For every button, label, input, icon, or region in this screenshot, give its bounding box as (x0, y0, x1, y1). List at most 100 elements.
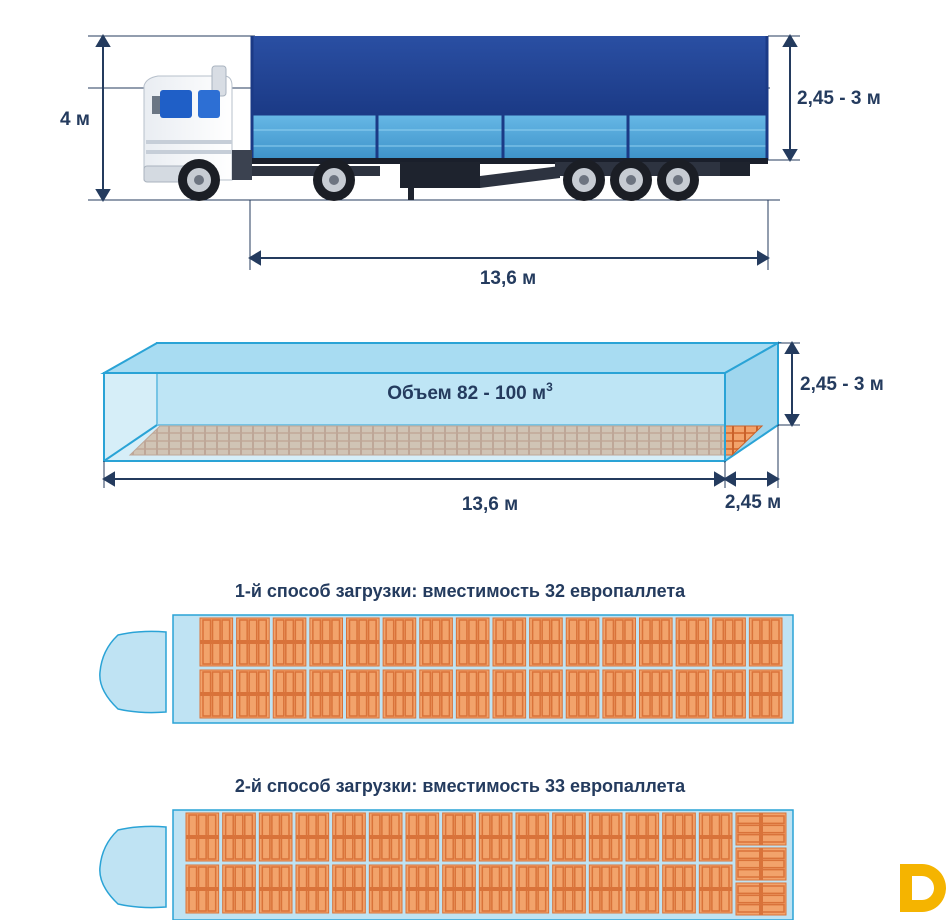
cargo-volume-box: Объем 82 - 100 м3 2,45 - 3 м 13,6 м 2,45… (100, 341, 884, 515)
box-length-arrow (102, 471, 727, 487)
europallet (492, 669, 527, 719)
europallet (735, 847, 787, 881)
europallet (625, 812, 660, 862)
cab-side-window (198, 90, 220, 118)
europallet (639, 617, 673, 667)
body-height-label: 2,45 - 3 м (797, 88, 881, 109)
europallet (478, 812, 513, 862)
europallet (332, 864, 366, 914)
box-height-arrow (784, 341, 800, 427)
europallet (368, 812, 403, 862)
europallet (332, 812, 366, 862)
europallet (515, 812, 550, 862)
truck-wheels (178, 159, 699, 201)
europallet (565, 617, 600, 667)
europallet (419, 617, 453, 667)
europallet (442, 812, 476, 862)
loading-scheme-1: 1-й способ загрузки: вместимость 32 евро… (99, 581, 794, 724)
europallet (735, 882, 787, 916)
europallet (199, 669, 234, 719)
europallet (515, 864, 550, 914)
europallet (698, 812, 733, 862)
box-height-label: 2,45 - 3 м (800, 374, 884, 395)
body-height-arrow (782, 34, 798, 162)
europallet (258, 812, 293, 862)
wheel-front (178, 159, 220, 201)
height-total-label: 4 м (60, 109, 90, 130)
europallet (382, 669, 417, 719)
europallet (675, 617, 710, 667)
europallet (185, 864, 220, 914)
europallet (588, 812, 623, 862)
europallet (295, 864, 330, 914)
europallet (552, 812, 586, 862)
europallet (478, 864, 513, 914)
europallet (675, 669, 710, 719)
europallet (625, 864, 660, 914)
europallet (455, 617, 490, 667)
europallet (529, 617, 563, 667)
cab-top-view-2 (99, 825, 167, 909)
wheel-trailer-2 (610, 159, 652, 201)
wheel-trailer-3 (657, 159, 699, 201)
trailer-tarp-lower (252, 114, 768, 160)
europallet (588, 864, 623, 914)
europallet (735, 812, 787, 846)
europallet (442, 864, 476, 914)
europallet (309, 617, 343, 667)
europallet (748, 669, 783, 719)
pallet-grid-2 (185, 812, 787, 916)
europallet (552, 864, 586, 914)
europallet (492, 617, 527, 667)
wheel-drive (313, 159, 355, 201)
europallet (272, 669, 307, 719)
europallet (455, 669, 490, 719)
europallet (662, 812, 696, 862)
europallet (295, 812, 330, 862)
europallet (419, 669, 453, 719)
europallet (565, 669, 600, 719)
europallet (602, 669, 636, 719)
trailer-tarp-upper (252, 36, 768, 114)
europallet (346, 669, 380, 719)
europallet (639, 669, 673, 719)
europallet (405, 812, 440, 862)
europallet (712, 617, 746, 667)
europallet (698, 864, 733, 914)
europallet (222, 812, 256, 862)
europallet (405, 864, 440, 914)
cab-windshield (160, 90, 192, 118)
europallet (222, 864, 256, 914)
truck-length-arrow (248, 250, 770, 266)
box-width-label: 2,45 м (725, 492, 781, 513)
truck-length-label: 13,6 м (480, 268, 536, 289)
europallet (236, 617, 270, 667)
europallet (199, 617, 234, 667)
europallet (748, 617, 783, 667)
europallet (258, 864, 293, 914)
europallet (185, 812, 220, 862)
wheel-trailer-1 (563, 159, 605, 201)
brand-logo-icon (900, 864, 946, 912)
cab-top-view-1 (99, 630, 167, 714)
box-length-label: 13,6 м (462, 494, 518, 515)
loading-scheme-2-title: 2-й способ загрузки: вместимость 33 евро… (235, 776, 686, 796)
europallet (382, 617, 417, 667)
europallet (368, 864, 403, 914)
volume-label: Объем 82 - 100 м3 (387, 380, 553, 404)
loading-scheme-1-title: 1-й способ загрузки: вместимость 32 евро… (235, 581, 686, 601)
europallet (346, 617, 380, 667)
truck-illustration: 4 м 2,45 - 3 м 13,6 м (60, 34, 881, 289)
height-total-arrow (95, 34, 111, 202)
europallet (529, 669, 563, 719)
europallet (272, 617, 307, 667)
europallet (662, 864, 696, 914)
box-width-arrow (723, 471, 780, 487)
europallet (236, 669, 270, 719)
europallet (712, 669, 746, 719)
pallet-grid-1 (199, 617, 783, 719)
loading-scheme-2: 2-й способ загрузки: вместимость 33 евро… (99, 776, 794, 920)
europallet (602, 617, 636, 667)
europallet (309, 669, 343, 719)
